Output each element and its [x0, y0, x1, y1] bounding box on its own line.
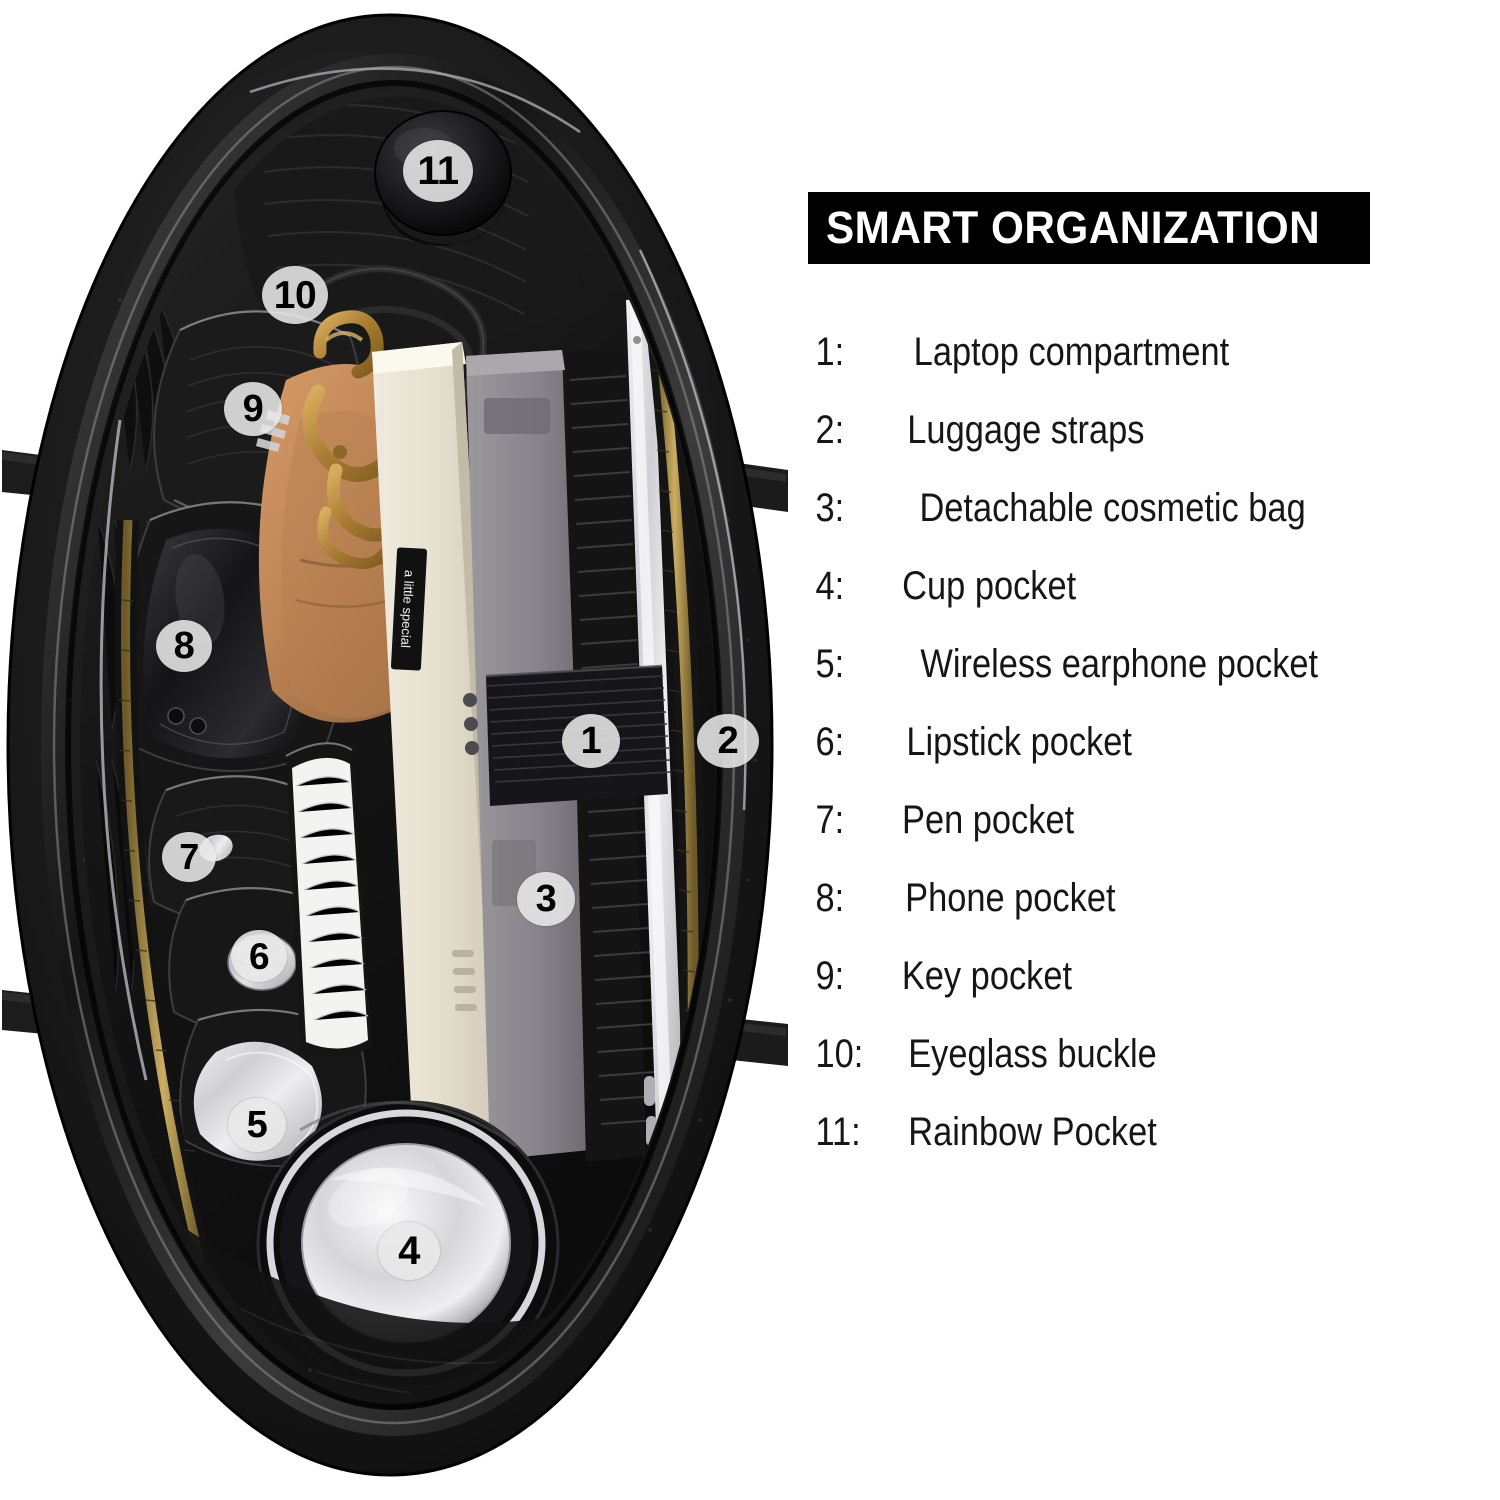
feature-number: 5:	[815, 642, 845, 686]
feature-number: 4:	[815, 564, 845, 608]
feature-item-11: 11: Rainbow Pocket	[810, 1110, 1500, 1188]
feature-label: Rainbow Pocket	[908, 1110, 1157, 1154]
handbag-illustration: a little special	[2, 13, 788, 1477]
brand-tag-text: a little special	[398, 570, 417, 649]
callout-marker-11-label: 11	[417, 149, 459, 193]
feature-label: Eyeglass buckle	[908, 1032, 1157, 1076]
callout-marker-4-label: 4	[398, 1229, 420, 1273]
callout-marker-3[interactable]: 3	[517, 872, 575, 926]
section-title-banner: SMART ORGANIZATION	[808, 192, 1370, 264]
feature-number: 8:	[815, 876, 845, 920]
callout-marker-8[interactable]: 8	[156, 620, 212, 672]
feature-item-2: 2: Luggage straps	[810, 408, 1500, 486]
feature-label: Key pocket	[901, 954, 1073, 998]
callout-marker-1-label: 1	[580, 720, 602, 762]
left-gold-zipper	[114, 519, 211, 1263]
callout-marker-3-label: 3	[535, 878, 557, 920]
feature-number: 6:	[815, 720, 845, 764]
info-panel: SMART ORGANIZATION 1: Laptop compartment…	[790, 0, 1500, 1500]
feature-item-3: 3: Detachable cosmetic bag	[810, 486, 1500, 564]
feature-label: Laptop compartment	[913, 330, 1230, 374]
feature-label: Detachable cosmetic bag	[919, 486, 1306, 530]
page-title: SMART ORGANIZATION	[826, 202, 1321, 253]
notebook	[285, 742, 372, 1058]
callout-marker-4[interactable]: 4	[378, 1222, 440, 1280]
callout-marker-6-label: 6	[248, 935, 270, 977]
callout-marker-2[interactable]: 2	[697, 714, 759, 768]
callout-marker-5-label: 5	[246, 1104, 268, 1146]
feature-item-5: 5: Wireless earphone pocket	[810, 642, 1500, 720]
feature-item-6: 6: Lipstick pocket	[810, 720, 1500, 798]
feature-label: Luggage straps	[907, 408, 1145, 452]
feature-number: 10:	[815, 1032, 864, 1076]
callout-marker-9[interactable]: 9	[224, 382, 282, 436]
feature-number: 7:	[815, 798, 845, 842]
callout-marker-2-label: 2	[717, 720, 739, 762]
callout-marker-5[interactable]: 5	[228, 1098, 286, 1152]
feature-number: 3:	[815, 486, 845, 530]
feature-number: 2:	[815, 408, 845, 452]
feature-item-1: 1: Laptop compartment	[810, 330, 1500, 408]
feature-item-8: 8: Phone pocket	[810, 876, 1500, 954]
callout-marker-6[interactable]: 6	[231, 930, 287, 982]
callout-marker-7-label: 7	[179, 836, 199, 877]
feature-label: Lipstick pocket	[906, 720, 1132, 764]
feature-list: 1: Laptop compartment 2: Luggage straps …	[810, 330, 1500, 1188]
feature-item-7: 7: Pen pocket	[810, 798, 1500, 876]
feature-label: Pen pocket	[902, 798, 1075, 842]
feature-item-4: 4: Cup pocket	[810, 564, 1500, 642]
callout-marker-9-label: 9	[242, 388, 264, 430]
callout-marker-10-label: 10	[273, 273, 317, 317]
callout-marker-8-label: 8	[173, 625, 195, 667]
feature-label: Wireless earphone pocket	[920, 642, 1319, 686]
feature-number: 9:	[815, 954, 845, 998]
feature-item-9: 9: Key pocket	[810, 954, 1500, 1032]
feature-label: Cup pocket	[902, 564, 1077, 608]
feature-label: Phone pocket	[905, 876, 1116, 920]
bag-interior: a little special	[80, 97, 716, 1393]
feature-number: 1:	[815, 330, 845, 374]
callout-marker-11[interactable]: 11	[403, 140, 473, 202]
feature-number: 11:	[815, 1110, 861, 1154]
callout-marker-1[interactable]: 1	[562, 714, 620, 768]
callout-marker-7[interactable]: 7	[162, 832, 216, 882]
product-photo-panel: a little special	[2, 13, 788, 1477]
callout-marker-10[interactable]: 10	[262, 266, 328, 324]
feature-item-10: 10: Eyeglass buckle	[810, 1032, 1500, 1110]
